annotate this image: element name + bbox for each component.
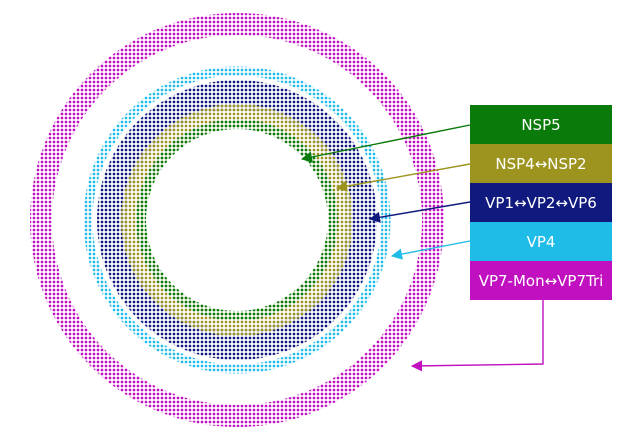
- arrow-vp7: [410, 299, 544, 372]
- legend-nsp4-nsp2: NSP4↔NSP2: [470, 144, 612, 183]
- legend-vp1-vp2-vp6: VP1↔VP2↔VP6: [470, 183, 612, 222]
- legend-vp4: VP4: [470, 222, 612, 261]
- legend-nsp5: NSP5: [470, 105, 612, 144]
- arrow-vp1-vp2-vp6: [368, 201, 471, 223]
- legend-vp4-label: VP4: [526, 232, 556, 251]
- legend-vp1-vp2-vp6-label: VP1↔VP2↔VP6: [485, 193, 597, 212]
- arrow-vp4: [390, 240, 471, 260]
- arrow-nsp5: [300, 124, 471, 163]
- ring-nsp4-nsp2: [121, 104, 353, 336]
- legend-nsp5-label: NSP5: [521, 115, 561, 134]
- legend-vp7: VP7-Mon↔VP7Tri: [470, 261, 612, 300]
- ring-vp4: [83, 66, 391, 374]
- arrow-nsp4-nsp2: [335, 163, 471, 192]
- legend: NSP5 NSP4↔NSP2 VP1↔VP2↔VP6 VP4 VP7-Mon↔V…: [470, 105, 612, 300]
- legend-nsp4-nsp2-label: NSP4↔NSP2: [495, 154, 587, 173]
- ring-nsp5: [136, 119, 338, 321]
- ring-vp7: [30, 13, 444, 427]
- ring-vp1-vp2-vp6: [97, 80, 377, 360]
- legend-vp7-label: VP7-Mon↔VP7Tri: [478, 271, 604, 290]
